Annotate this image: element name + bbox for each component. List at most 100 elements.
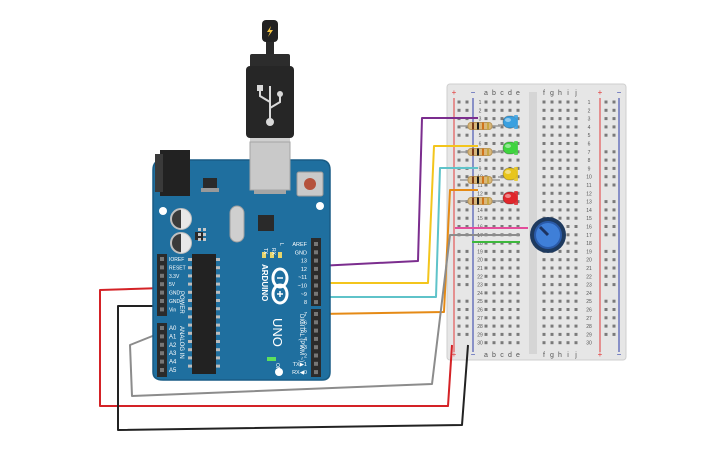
rail-hole bbox=[612, 216, 616, 220]
usb-cable-wire bbox=[266, 42, 274, 54]
breadboard-hole bbox=[574, 283, 578, 287]
breadboard-hole bbox=[508, 158, 512, 162]
rail-hole bbox=[465, 225, 469, 228]
analog-pin[interactable] bbox=[160, 359, 164, 364]
breadboard-hole bbox=[550, 191, 554, 195]
breadboard-hole bbox=[542, 158, 546, 162]
chip-leg bbox=[216, 348, 220, 352]
row-number: 17 bbox=[586, 233, 592, 239]
column-letter: j bbox=[574, 352, 577, 359]
digital-pin[interactable] bbox=[314, 275, 318, 280]
digital-pin-label: AREF bbox=[292, 242, 307, 248]
breadboard-hole bbox=[484, 341, 488, 345]
breadboard-hole bbox=[550, 108, 554, 112]
rail-hole bbox=[612, 158, 616, 162]
digital-pin[interactable] bbox=[314, 370, 318, 375]
analog-pin-label: A5 bbox=[169, 368, 177, 374]
digital-pin[interactable] bbox=[314, 258, 318, 263]
digital-pin[interactable] bbox=[314, 353, 318, 358]
breadboard-hole bbox=[484, 299, 488, 303]
analog-pin[interactable] bbox=[160, 368, 164, 372]
breadboard-hole bbox=[542, 175, 546, 179]
breadboard-hole bbox=[492, 175, 496, 179]
resistor-band bbox=[482, 122, 484, 130]
icsp-header bbox=[198, 228, 206, 241]
row-number: 19 bbox=[586, 249, 592, 255]
column-letter: b bbox=[492, 90, 496, 97]
power-pin[interactable] bbox=[160, 290, 164, 295]
breadboard-hole bbox=[566, 225, 570, 228]
power-pin[interactable] bbox=[160, 282, 164, 287]
column-letter: g bbox=[550, 352, 554, 359]
usb-socket bbox=[249, 141, 291, 191]
breadboard-hole bbox=[566, 324, 570, 328]
digital-pin[interactable] bbox=[314, 242, 318, 246]
digital-pin[interactable] bbox=[314, 320, 318, 325]
breadboard-hole bbox=[550, 341, 554, 345]
digital-pin[interactable] bbox=[314, 300, 318, 305]
row-number: 28 bbox=[477, 324, 483, 330]
analog-pin[interactable] bbox=[160, 326, 164, 330]
rail-hole bbox=[612, 117, 616, 121]
digital-pin[interactable] bbox=[314, 336, 318, 341]
power-pin[interactable] bbox=[160, 307, 164, 312]
breadboard-hole bbox=[566, 166, 570, 170]
usb-socket-lip bbox=[254, 190, 286, 194]
digital-pin[interactable] bbox=[314, 328, 318, 333]
breadboard-hole bbox=[574, 249, 578, 253]
row-number: 10 bbox=[586, 175, 592, 181]
breadboard-hole bbox=[542, 341, 546, 345]
rail-hole bbox=[612, 283, 616, 287]
breadboard-hole bbox=[542, 274, 546, 278]
rail-hole bbox=[465, 133, 469, 137]
chip-leg bbox=[216, 282, 220, 286]
row-number: 19 bbox=[477, 249, 483, 255]
rail-hole bbox=[604, 216, 608, 220]
analog-pin[interactable] bbox=[160, 351, 164, 356]
column-letter: f bbox=[543, 90, 545, 97]
breadboard-hole bbox=[566, 241, 570, 245]
power-pin[interactable] bbox=[160, 299, 164, 303]
power-pin[interactable] bbox=[160, 257, 164, 261]
atmega-chip bbox=[192, 254, 216, 374]
breadboard-hole bbox=[542, 316, 546, 320]
breadboard-hole bbox=[484, 133, 488, 137]
digital-pin[interactable] bbox=[314, 291, 318, 296]
chip-leg bbox=[216, 290, 220, 294]
breadboard-hole bbox=[500, 208, 504, 212]
rail-minus-label-top-left: − bbox=[471, 88, 476, 97]
digital-pin[interactable] bbox=[314, 266, 318, 271]
digital-pin[interactable] bbox=[314, 361, 318, 366]
rail-hole bbox=[612, 166, 616, 170]
breadboard-hole bbox=[574, 274, 578, 278]
breadboard-hole bbox=[566, 258, 570, 262]
crystal-oscillator bbox=[229, 205, 245, 243]
digital-pin-label: RX◀0 bbox=[292, 370, 307, 376]
voltage-regulator bbox=[203, 178, 217, 190]
breadboard-hole bbox=[542, 142, 546, 145]
power-pin[interactable] bbox=[160, 265, 164, 270]
breadboard-hole bbox=[500, 183, 504, 187]
row-number: 3 bbox=[479, 117, 482, 123]
potentiometer[interactable] bbox=[530, 217, 566, 253]
reset-button-cap[interactable] bbox=[304, 178, 316, 190]
analog-pin[interactable] bbox=[160, 342, 164, 347]
digital-pin[interactable] bbox=[314, 345, 318, 350]
wire-5v-red bbox=[99, 287, 453, 407]
breadboard-hole bbox=[492, 266, 496, 270]
power-pin[interactable] bbox=[160, 273, 164, 278]
digital-pin[interactable] bbox=[314, 250, 318, 255]
breadboard-center-channel bbox=[529, 92, 537, 354]
resistor-band bbox=[477, 176, 479, 184]
rail-hole bbox=[457, 100, 461, 104]
digital-pin[interactable] bbox=[314, 283, 318, 288]
digital-pin[interactable] bbox=[314, 312, 318, 316]
chip-leg bbox=[216, 307, 220, 311]
row-number: 22 bbox=[477, 274, 483, 280]
row-number: 11 bbox=[477, 183, 482, 189]
analog-pin[interactable] bbox=[160, 334, 164, 339]
breadboard-hole bbox=[566, 291, 570, 295]
column-letter: f bbox=[543, 352, 545, 359]
breadboard-hole bbox=[500, 100, 504, 104]
icsp-pin bbox=[198, 228, 201, 231]
